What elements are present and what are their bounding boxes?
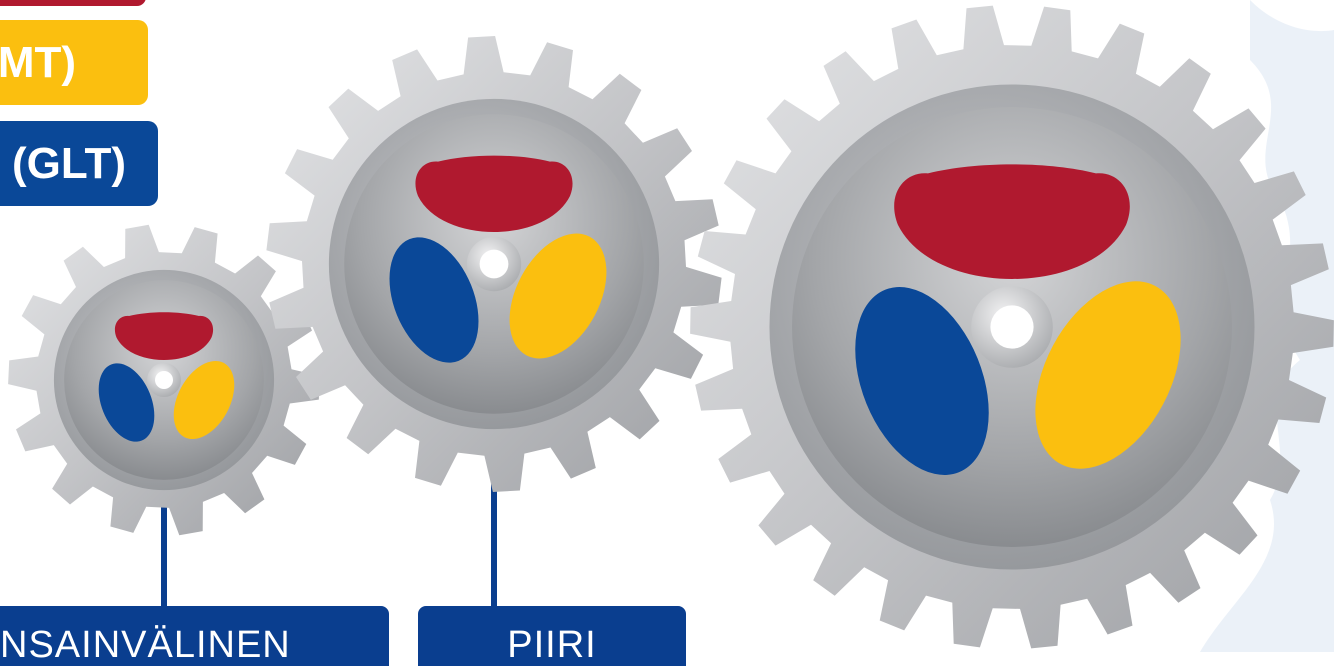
- gear-large-yellow-segment: [1035, 281, 1181, 469]
- gear-large-hub-hole: [990, 305, 1034, 349]
- bottom-label-left: NSAINVÄLINEN: [0, 606, 389, 666]
- gear-large-red-segment: [894, 164, 1130, 279]
- gears-diagram: [0, 0, 1334, 652]
- gear-medium: [266, 36, 722, 492]
- label-blue: (GLT): [0, 121, 158, 206]
- gear-small: [8, 224, 320, 536]
- bottom-label-right-text: PIIRI: [507, 624, 597, 666]
- gear-medium-hub-hole: [479, 249, 509, 279]
- gear-small-blue-segment: [98, 363, 155, 442]
- label-red-box: [0, 0, 146, 6]
- gear-small-red-segment: [114, 312, 214, 360]
- gear-large-blue-segment: [855, 287, 989, 475]
- gear-large: [690, 5, 1334, 649]
- gear-medium-red-segment: [415, 155, 573, 232]
- bottom-label-right: PIIRI: [418, 606, 686, 666]
- label-yellow: MT): [0, 20, 148, 105]
- bottom-label-left-text: NSAINVÄLINEN: [0, 624, 291, 666]
- gear-medium-blue-segment: [389, 237, 479, 363]
- gear-small-hub-hole: [155, 371, 173, 389]
- gear-medium-yellow-segment: [509, 233, 607, 359]
- gear-small-yellow-segment: [173, 360, 235, 440]
- label-blue-text: (GLT): [11, 138, 126, 188]
- label-yellow-text: MT): [0, 37, 76, 87]
- background-watermark: [1200, 0, 1334, 652]
